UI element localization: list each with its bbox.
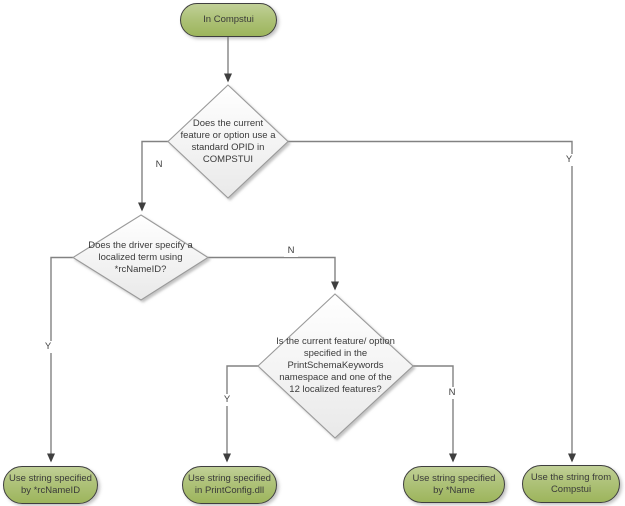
decision-diamond-schema[interactable] (257, 293, 414, 439)
node-result-compstui[interactable]: Use the string from Compstui (522, 465, 620, 503)
connector-rcnameid-no-to-schema (208, 256, 339, 291)
connector-schema-yes-to-printconfig (223, 365, 258, 463)
connector-opid-yes-to-compstui (288, 140, 576, 463)
node-result-printconfig-label: Use string specified in PrintConfig.dll (188, 473, 271, 496)
decision-diamond-rcnameid[interactable] (71, 214, 210, 301)
node-result-rcnameid-label: Use string specified by *rcNameID (9, 473, 92, 496)
node-start-label: In Compstui (203, 14, 254, 25)
edge-label-opid-yes: Y (562, 154, 576, 166)
node-result-compstui-label: Use the string from Compstui (530, 472, 612, 495)
connector-opid-no-to-rcnameid (138, 140, 168, 212)
node-result-name[interactable]: Use string specified by *Name (403, 466, 505, 503)
edge-label-schema-yes: Y (220, 394, 234, 406)
node-start[interactable]: In Compstui (180, 3, 277, 37)
edge-label-opid-no: N (152, 159, 166, 171)
edge-label-schema-no: N (445, 387, 459, 399)
connector-schema-no-to-name (413, 365, 457, 463)
node-result-printconfig[interactable]: Use string specified in PrintConfig.dll (182, 466, 277, 504)
edge-label-rcnameid-no: N (284, 245, 298, 257)
connector-rcnameid-yes-to-result (47, 256, 73, 463)
edge-label-rcnameid-yes: Y (41, 341, 55, 353)
node-result-name-label: Use string specified by *Name (412, 472, 496, 496)
node-result-rcnameid[interactable]: Use string specified by *rcNameID (3, 466, 98, 504)
decision-diamond-opid[interactable] (167, 84, 289, 199)
